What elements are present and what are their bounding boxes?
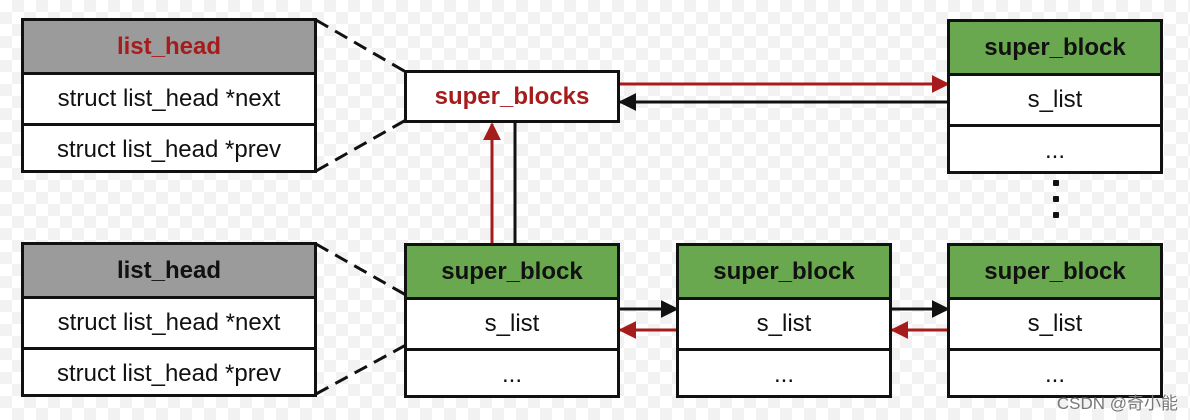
list-head-box-bottom: list_head struct list_head *next struct … [21,242,317,397]
super-block-top-right: super_block s_list ... [947,19,1163,174]
super-block-bottom-2: super_block s_list ... [676,243,892,398]
super-block-title: super_block [407,246,617,297]
super-blocks-head: super_blocks [404,70,620,123]
super-block-title: super_block [679,246,889,297]
list-head-box-top: list_head struct list_head *next struct … [21,18,317,173]
list-head-prev-field-bottom: struct list_head *prev [24,347,314,397]
super-block-bottom-3: super_block s_list ... [947,243,1163,398]
dashed-zoom-line-top-lower [315,118,407,173]
more-fields: ... [407,348,617,398]
s-list-field: s_list [950,73,1160,124]
list-head-title-top: list_head [24,21,314,72]
list-head-title-bottom: list_head [24,245,314,296]
dashed-zoom-line-top-upper [315,18,407,74]
s-list-field: s_list [407,297,617,348]
more-fields: ... [950,348,1160,398]
dashed-zoom-line-bottom-lower [315,343,407,396]
dashed-zoom-line-bottom-upper [315,242,407,297]
more-fields: ... [679,348,889,398]
list-head-prev-field-top: struct list_head *prev [24,123,314,173]
super-block-bottom-1: super_block s_list ... [404,243,620,398]
super-blocks-label: super_blocks [434,82,590,110]
super-block-title: super_block [950,246,1160,297]
vertical-ellipsis [1053,180,1061,228]
list-head-next-field-top: struct list_head *next [24,72,314,123]
list-head-next-field-bottom: struct list_head *next [24,296,314,347]
super-block-title: super_block [950,22,1160,73]
watermark: CSDN @奇小能 [1056,394,1178,413]
more-fields: ... [950,124,1160,174]
s-list-field: s_list [679,297,889,348]
s-list-field: s_list [950,297,1160,348]
